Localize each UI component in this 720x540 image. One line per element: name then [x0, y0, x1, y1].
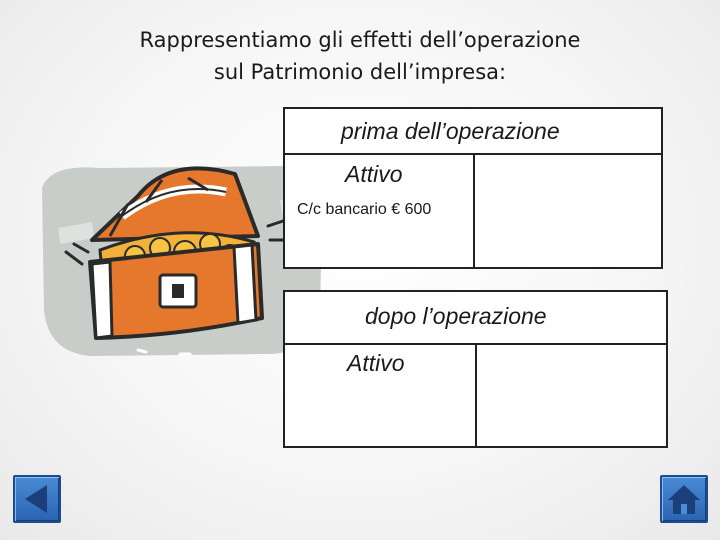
slide-title: Rappresentiamo gli effetti dell’operazio… — [60, 24, 660, 88]
home-icon — [668, 485, 700, 514]
after-operation-table: dopo l’operazione Attivo — [283, 290, 668, 448]
before-operation-table: prima dell’operazione Attivo C/c bancari… — [283, 107, 663, 269]
back-button[interactable] — [13, 475, 61, 523]
back-triangle-icon — [25, 485, 47, 513]
home-button[interactable] — [660, 475, 708, 523]
after-column-divider — [475, 343, 477, 446]
before-cc-bancario-item: C/c bancario € 600 — [297, 201, 432, 218]
title-line-1: Rappresentiamo gli effetti dell’operazio… — [139, 28, 581, 52]
before-attivo-label: Attivo — [345, 161, 403, 187]
before-column-divider — [473, 153, 475, 267]
after-header: dopo l’operazione — [285, 292, 666, 345]
before-header: prima dell’operazione — [285, 109, 661, 155]
after-attivo-label: Attivo — [347, 350, 405, 376]
treasure-chest-icon — [42, 166, 323, 356]
title-line-2: sul Patrimonio dell’impresa: — [213, 60, 507, 84]
